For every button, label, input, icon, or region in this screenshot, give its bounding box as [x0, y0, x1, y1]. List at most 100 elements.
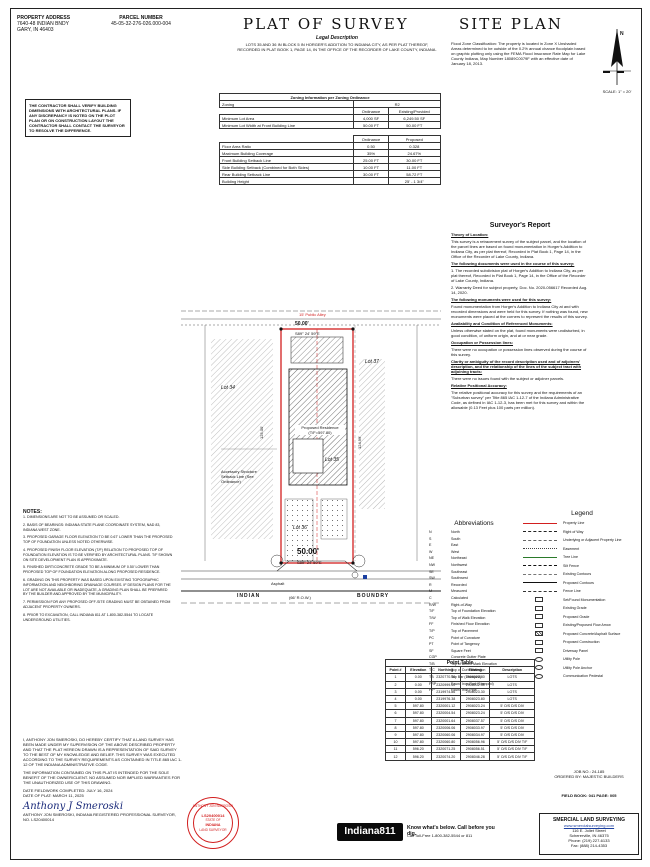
abbreviation-key: PC [429, 635, 434, 640]
dim-top: 50.00' [295, 321, 309, 327]
legend-symbol-mark [535, 665, 543, 671]
report-paragraph: Theory of Location: [451, 232, 489, 237]
date-plat: DATE OF PLAT: MARCH 11, 2025 [23, 793, 84, 798]
zoning-cell: Building Height [218, 177, 355, 185]
point-table-cell: 596.20 [405, 745, 432, 754]
asphalt-label: Asphalt [271, 581, 285, 586]
field-book: FIELD BOOK: 041 PAGE: 005 [561, 793, 617, 798]
legal-heading: Legal Description [316, 35, 358, 41]
report-title: Surveyor's Report [489, 222, 551, 229]
abbreviation-meaning: Top of Walk Elevation [451, 615, 486, 620]
point-table-cell: LOTS [489, 687, 535, 696]
company-website[interactable]: www.smercialsurveying.com [563, 823, 615, 828]
property-address-label: PROPERTY ADDRESS [17, 15, 71, 21]
point-table-cell: 597.80 [405, 738, 432, 747]
abbreviation-meaning: East [451, 543, 459, 548]
point-table-cell: 2908023.80 [459, 694, 491, 704]
point-table-cell: 2908034.97 [459, 730, 491, 740]
residence-label: Proposed Residence (T/F=597.80) [295, 425, 345, 435]
legend-symbol [523, 622, 563, 628]
point-table-cell: 5' O/S D/S DIV [489, 716, 535, 725]
point-table-cell: LOTS [489, 694, 535, 704]
legend-row: Communication Pedestal [523, 672, 641, 681]
legend-row: Silt Fence [523, 562, 641, 571]
lot-37-label: Lot 37 [365, 359, 379, 365]
point-table-cell: 7 [384, 716, 407, 725]
legend-symbol [523, 563, 563, 569]
point-table-cell: 2908072.30 [459, 680, 491, 689]
legend-row: Proposed Concrete/Asphalt Surface [523, 630, 641, 639]
point-table-header-cell: Description [489, 666, 535, 675]
zoning-table: Zoning Information per Zoning Ordinance … [218, 93, 442, 185]
abbreviation-meaning: Southeast [451, 569, 468, 574]
point-table-cell: 5' O/S D/S DIV [489, 723, 535, 732]
dim-bottom: 50.00' [297, 547, 319, 556]
point-table-cell: 597.80 [405, 716, 432, 725]
lot-34-label: Lot 34 [221, 385, 235, 391]
legend-symbol-mark [523, 556, 557, 558]
legend-symbol [523, 656, 563, 662]
legend-label: Silt Fence [563, 563, 579, 568]
abbreviation-meaning: Northwest [451, 562, 468, 567]
point-table-cell: 0.00 [405, 673, 432, 682]
point-table-cell: 2908046.28 [459, 752, 491, 761]
legend-row: Right of Way [523, 528, 641, 537]
point-table-cell: 5' O/S D/S DIV T/F [489, 738, 535, 747]
indiana811-banner: Indiana811 Know what's below. Call befor… [337, 819, 497, 847]
abbreviation-meaning: Southwest [451, 576, 468, 581]
point-table-cell: 597.80 [405, 730, 432, 740]
zoning-col-ordinance-2: Ordinance [353, 135, 389, 143]
legend-symbol-mark [523, 590, 557, 592]
company-street: 116 E. Joliet Street [572, 828, 606, 833]
abbreviation-key: NW [429, 562, 435, 567]
contractor-note: THE CONTRACTOR SHALL VERIFY BUILDING DIM… [25, 99, 131, 137]
company-fax: Fax: (888) 214-4353 [570, 843, 608, 848]
abbreviation-key: SW [429, 576, 435, 581]
legend-label: Proposed Contours [563, 580, 594, 585]
legend-symbol-mark [523, 522, 557, 524]
point-table-cell: 2320060.06 [430, 730, 462, 740]
point-table-cell: 0.00 [405, 687, 432, 696]
report-paragraph: Unless otherwise stated on the plat, fou… [451, 328, 585, 338]
abbreviation-key: T/P [429, 628, 435, 633]
point-table-cell: 8 [384, 723, 407, 732]
point-table-cell: 2908037.57 [459, 716, 491, 725]
side-dim-right: 124.99' [357, 436, 362, 449]
parcel-number: 45-05-32-276-026.000-004 [111, 21, 171, 27]
company-city: Schererville, IN 46375 [569, 833, 609, 838]
note-item: 3. PROPOSED GARAGE FLOOR ELEVATION TO BE… [23, 535, 173, 545]
zoning-cell: 50.00 FT [387, 121, 442, 129]
legend-row: Existing Contours [523, 570, 641, 579]
zoning-cell: 35% [353, 149, 389, 157]
certification-note: THE INFORMATION CONTAINED ON THIS PLAT I… [23, 770, 181, 785]
plat-svg [181, 310, 441, 604]
point-table-title: Point Table [385, 658, 535, 668]
abbreviation-key: E [429, 543, 432, 548]
zoning-heading: Zoning Information per Zoning Ordinance [219, 93, 441, 101]
legend-symbol-mark [523, 539, 557, 541]
zoning-row: Minimum Lot Width at Front Building Line… [218, 121, 442, 129]
point-table-cell: 5' O/S D/S DIV [489, 730, 535, 740]
abbreviation-meaning: Calculated [451, 595, 468, 600]
legend-label: Set/Found Monumentation [563, 597, 606, 602]
legend-row: Fence Line [523, 587, 641, 596]
legend-symbol [523, 665, 563, 671]
abbreviation-key: M [429, 589, 432, 594]
flood-zone-note: Flood Zone Classification: The property … [451, 41, 586, 66]
zoning-cell [353, 177, 389, 185]
point-table-cell: 2908056.96 [459, 738, 491, 747]
abbreviation-key: NE [429, 556, 434, 561]
abbreviation-key: SF [429, 648, 434, 653]
point-table-cell: 5' O/S D/S DIV T/F [489, 752, 535, 761]
title-plat-of-survey: PLAT OF SURVEY [243, 15, 409, 33]
